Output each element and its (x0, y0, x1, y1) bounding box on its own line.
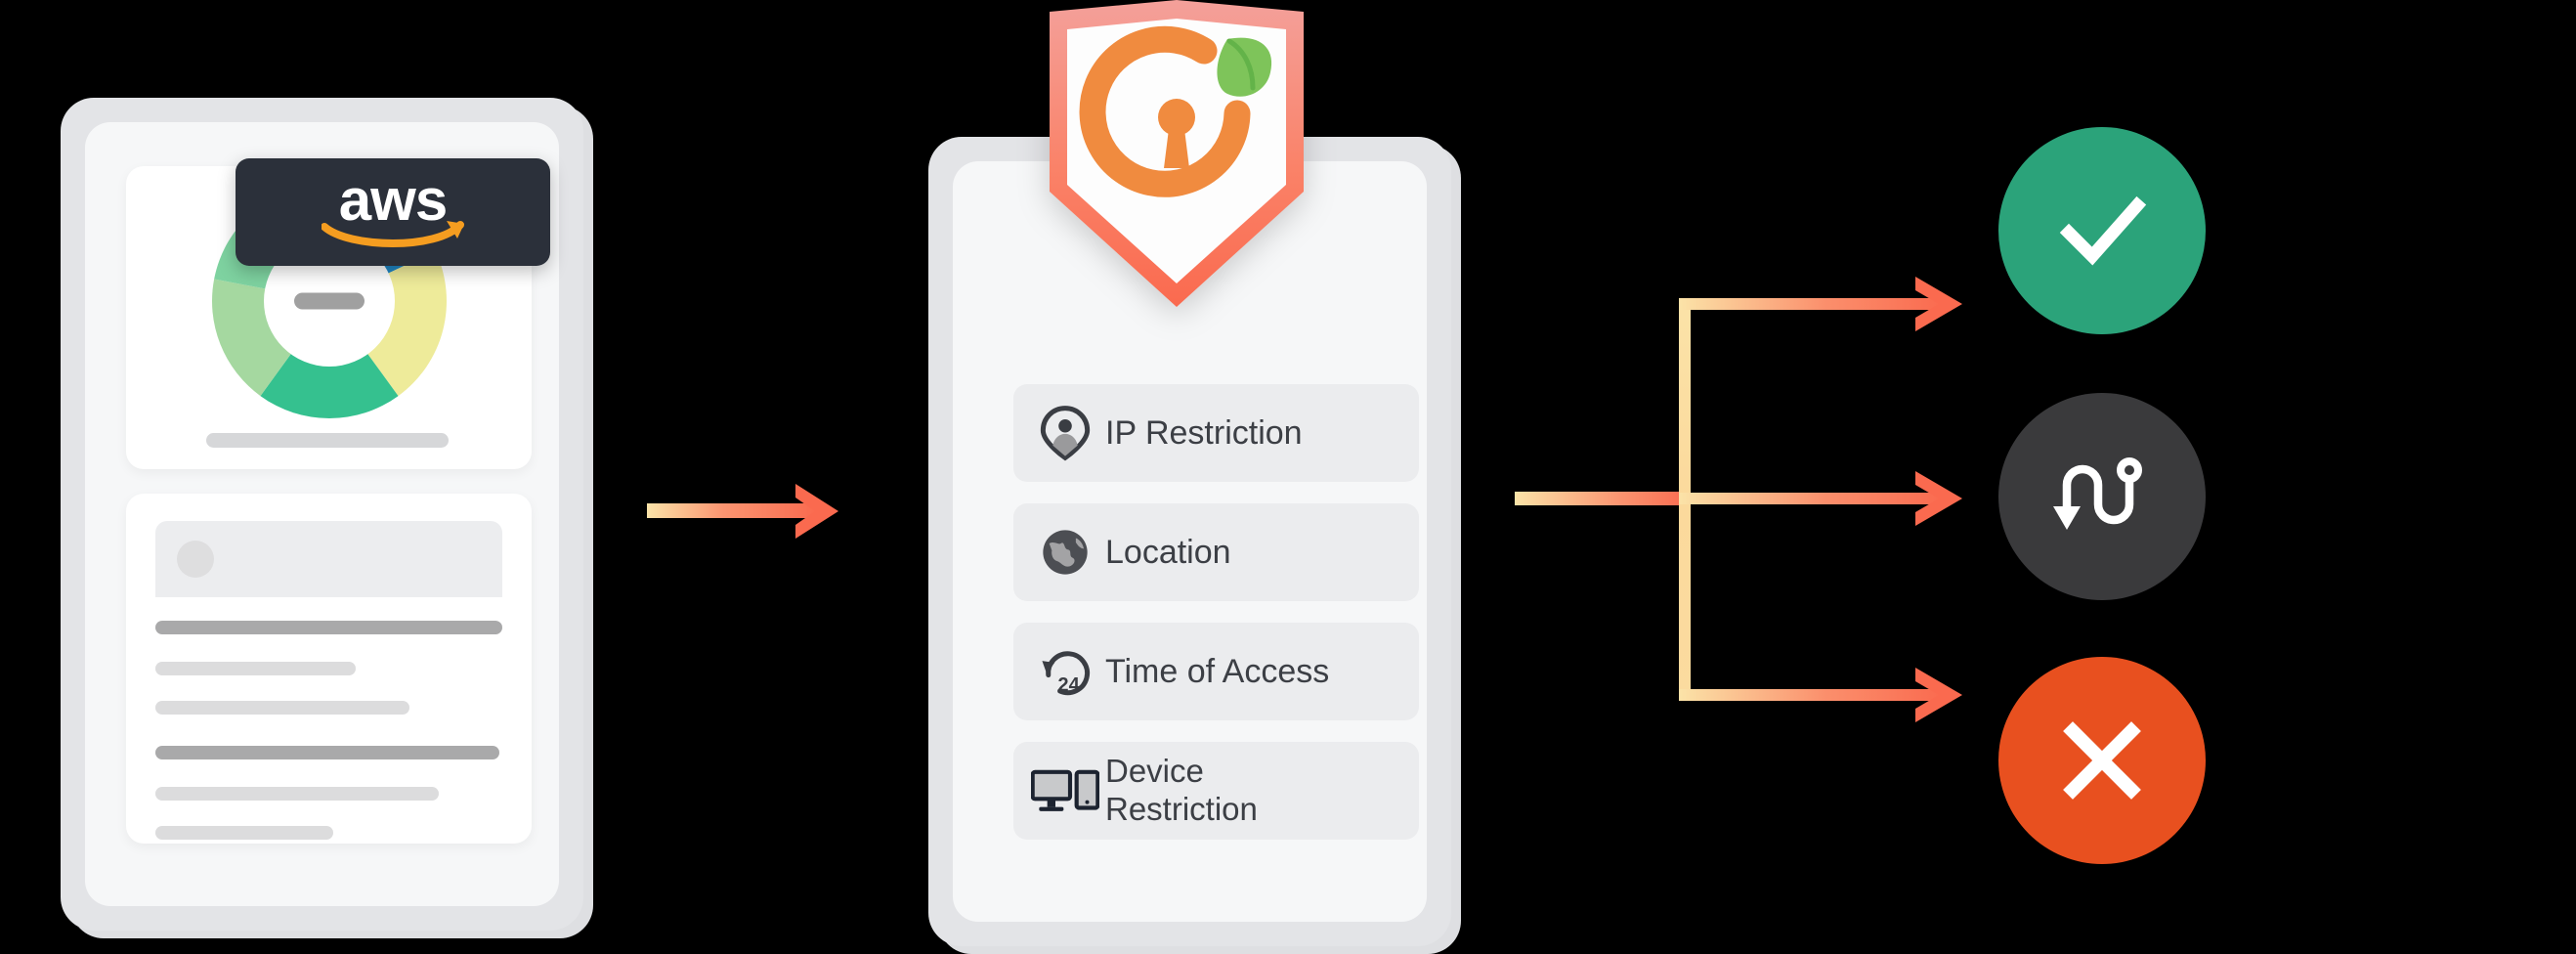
route-icon (2053, 457, 2142, 530)
aws-logo: aws (310, 170, 476, 250)
flow-arrow-left-to-middle (647, 484, 838, 539)
policy-row-label: IP Restriction (1105, 413, 1303, 452)
outcome-deny[interactable] (1998, 657, 2206, 864)
policy-row-label: Time of Access (1105, 652, 1330, 690)
aws-wordmark: aws (338, 167, 448, 233)
text-line-placeholder (155, 826, 333, 840)
policy-row-ip-restriction[interactable]: IP Restriction (1013, 384, 1419, 482)
globe-icon (1031, 524, 1099, 581)
monitor-tablet-icon (1031, 765, 1099, 816)
close-x-icon (2063, 721, 2141, 800)
aws-source-document: aws (61, 98, 593, 938)
location-pin-person-icon (1031, 405, 1099, 461)
policy-row-time-of-access[interactable]: 24 Time of Access (1013, 623, 1419, 720)
text-line-placeholder (155, 621, 502, 634)
check-icon (2059, 195, 2147, 266)
security-shield-badge (1050, 0, 1304, 307)
text-line-placeholder (155, 787, 439, 801)
text-line-placeholder (155, 662, 356, 675)
policy-row-location[interactable]: Location (1013, 503, 1419, 601)
content-placeholder-card (126, 494, 532, 844)
donut-center-placeholder (293, 292, 365, 310)
clock-24h-icon: 24 (1031, 643, 1099, 700)
outcome-allow[interactable] (1998, 127, 2206, 334)
text-line-placeholder (155, 746, 499, 759)
policy-row-label: Location (1105, 533, 1231, 571)
branch-connector (1515, 277, 1962, 722)
donut-caption-placeholder (206, 433, 449, 448)
amazon-smile-icon (322, 221, 464, 247)
aws-brand-tab: aws (236, 158, 550, 266)
card-header-band (155, 521, 502, 597)
outcome-redirect[interactable] (1998, 393, 2206, 600)
avatar (177, 541, 214, 578)
text-line-placeholder (155, 701, 409, 715)
svg-text:24: 24 (1058, 674, 1080, 696)
